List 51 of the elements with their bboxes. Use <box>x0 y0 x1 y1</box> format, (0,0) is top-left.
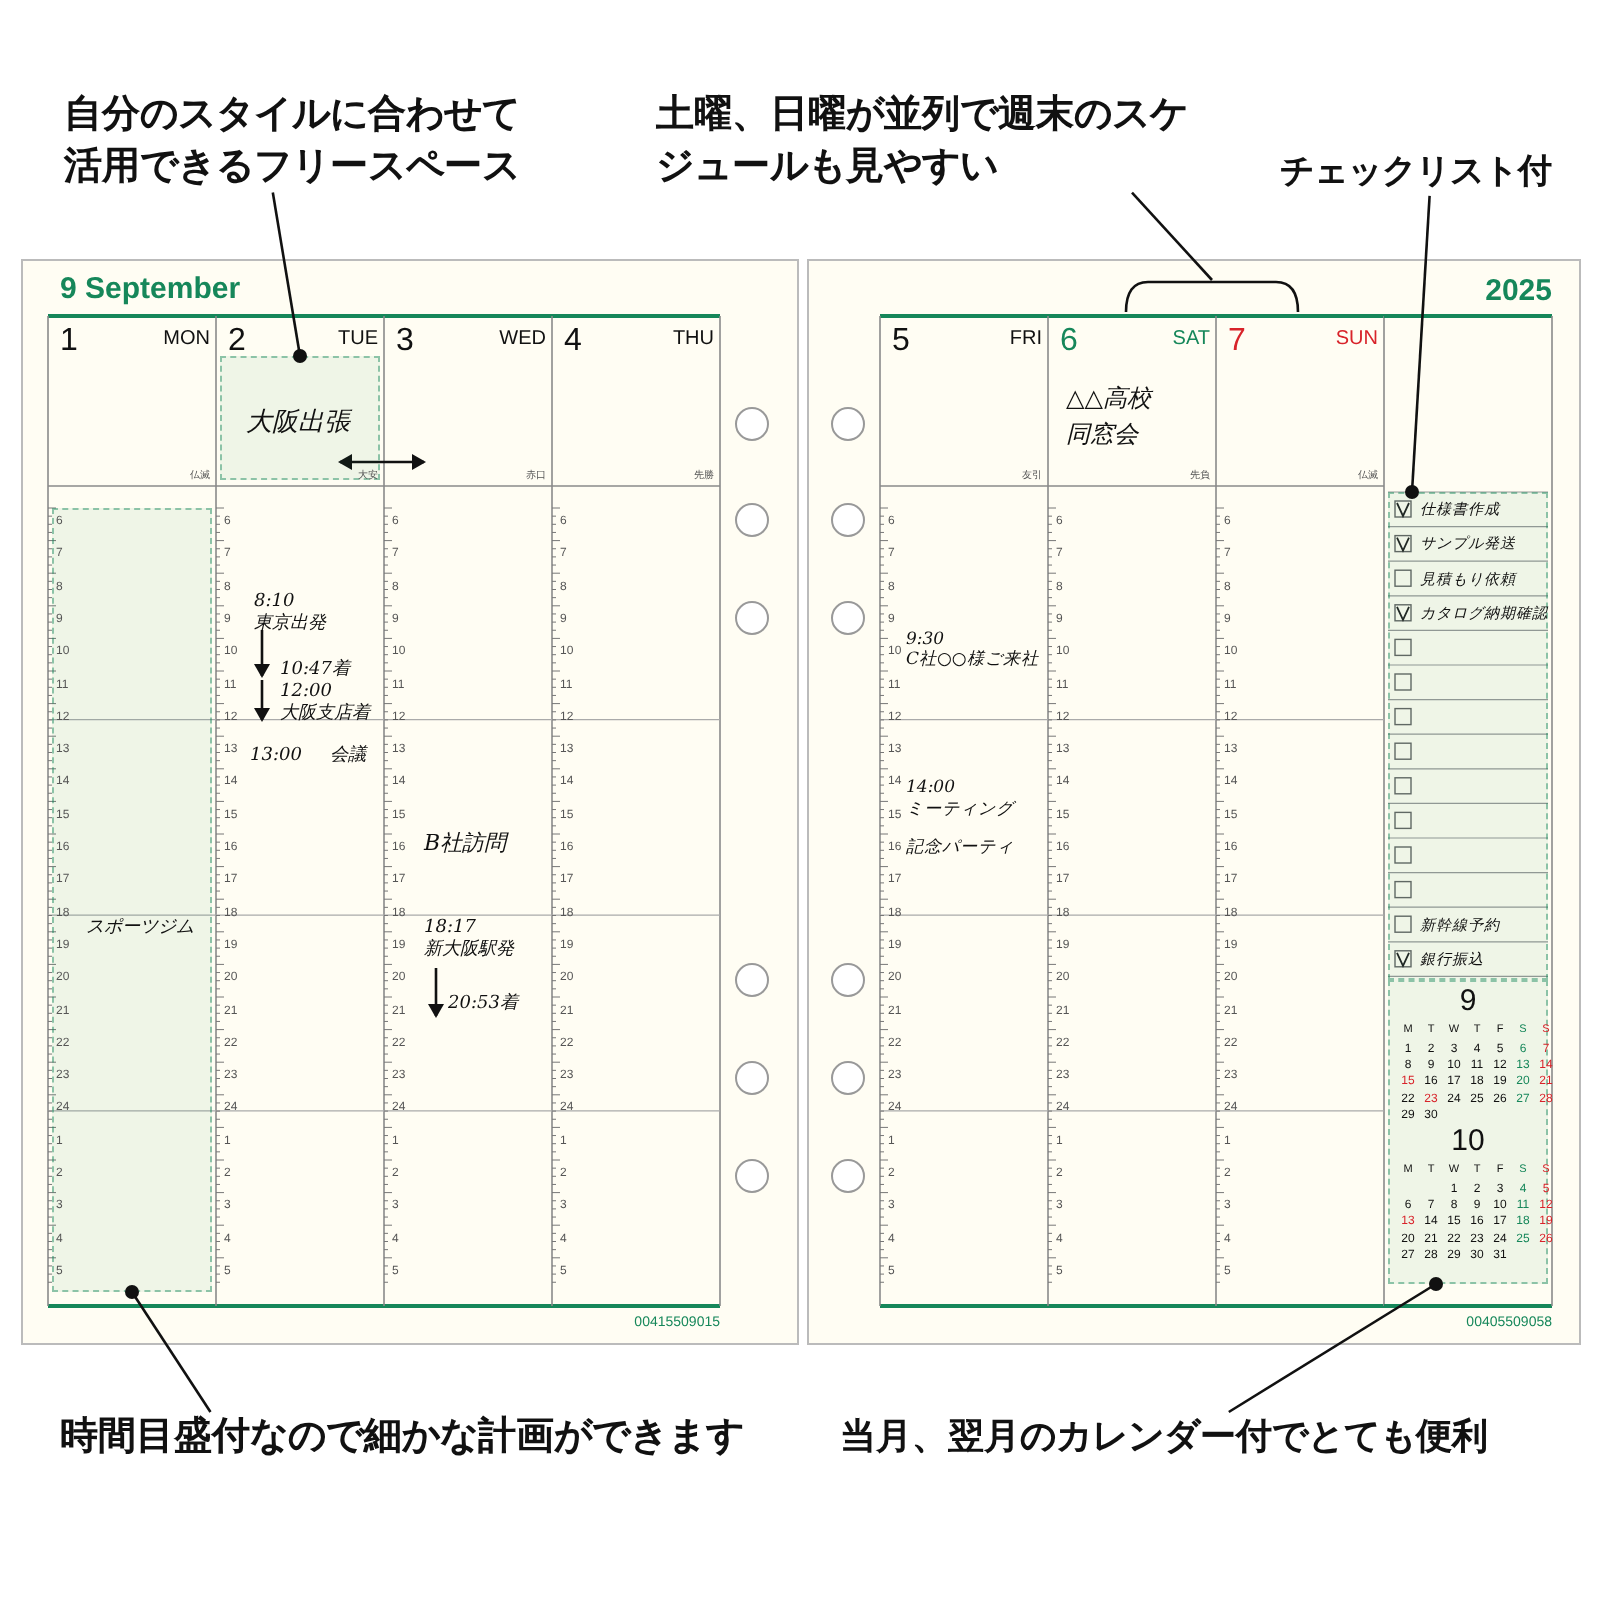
callout-text: チェックリスト付 <box>1280 150 1552 196</box>
weekday-name: SAT <box>1172 328 1210 351</box>
leader-line <box>1405 195 1431 499</box>
handwritten-note: ミーティング <box>906 802 1014 822</box>
year-label: 2025 <box>1485 274 1552 309</box>
handwritten-note: 10:47着 <box>280 660 350 681</box>
day-number: 6 <box>1060 324 1078 361</box>
day-number: 5 <box>892 324 910 361</box>
handwritten-note: 東京出発 <box>254 614 326 635</box>
free-space-area <box>220 356 380 480</box>
handwritten-note: 大阪支店着 <box>280 704 370 725</box>
weekday-name: FRI <box>1009 328 1042 351</box>
leader-line <box>125 1285 212 1413</box>
checklist-area <box>1388 492 1548 980</box>
day-number: 7 <box>1228 324 1246 361</box>
handwritten-note: 会議 <box>330 746 366 767</box>
calendar-month: 9 <box>1459 984 1477 1019</box>
leader-line <box>271 192 307 363</box>
callout-text: 当月、翌月のカレンダー付でとても便利 <box>840 1412 1488 1461</box>
weekday-name: TUE <box>338 328 378 351</box>
handwritten-note: B社訪問 <box>424 832 507 858</box>
calendar-month: 10 <box>1451 1124 1485 1159</box>
handwritten-note: 18:17 <box>424 918 476 939</box>
callout-text: 自分のスタイルに合わせて活用できるフリースペース <box>64 90 528 193</box>
handwritten-note: 新大阪駅発 <box>424 940 514 961</box>
callout-text: 時間目盛付なので細かな計画ができます <box>60 1412 744 1464</box>
handwritten-note: 12:00 <box>280 682 332 703</box>
callout-text: 土曜、日曜が並列で週末のスケジュールも見やすい <box>656 90 1216 193</box>
weekday-name: WED <box>499 328 546 351</box>
day-number: 2 <box>228 324 246 361</box>
handwritten-note: 13:00 <box>250 746 302 767</box>
day-number: 4 <box>564 324 582 361</box>
handwritten-note: 8:10 <box>254 592 295 613</box>
weekday-name: MON <box>163 328 210 351</box>
handwritten-note: C社○○様ご来社 <box>906 652 1039 672</box>
handwritten-note: スポーツジム <box>86 918 194 939</box>
leader-line <box>1228 1277 1443 1414</box>
handwritten-note: △△高校同窓会 <box>1066 382 1155 452</box>
month-title: 9 September <box>60 272 241 307</box>
handwritten-note: 記念パーティ <box>906 840 1014 860</box>
handwritten-note: 9:30 <box>906 632 945 650</box>
day-number: 3 <box>396 324 414 361</box>
weekend-bracket <box>1124 280 1300 312</box>
leader-line <box>1131 191 1213 281</box>
weekday-name: THU <box>672 328 714 351</box>
weekday-name: SUN <box>1335 328 1378 351</box>
handwritten-note: 大阪出張 <box>246 410 350 440</box>
time-scale-area <box>52 508 212 1292</box>
handwritten-note: 20:53着 <box>448 994 518 1015</box>
day-number: 1 <box>60 324 78 361</box>
handwritten-note: 14:00 <box>906 780 955 800</box>
